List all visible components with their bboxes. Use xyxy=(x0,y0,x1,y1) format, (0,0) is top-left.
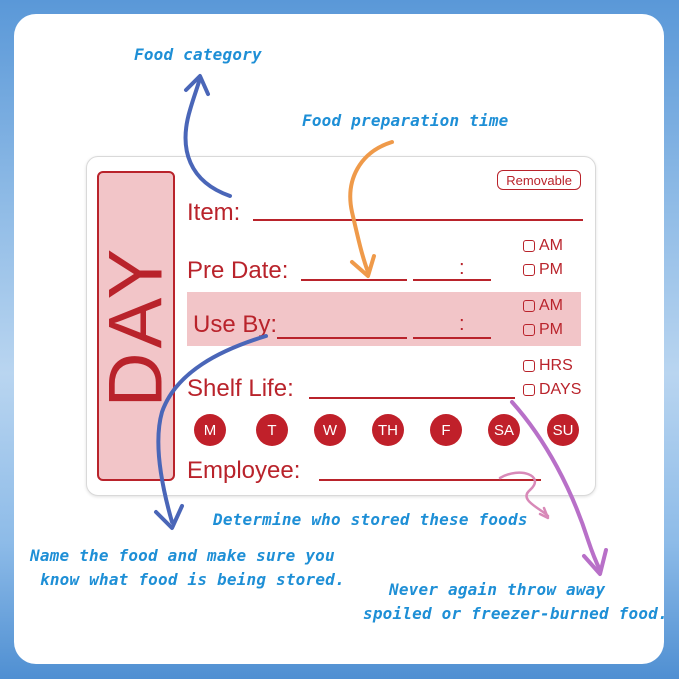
day-band: DAY xyxy=(94,171,179,481)
use-by-time-line xyxy=(413,337,491,339)
use-am-option: AM xyxy=(523,297,563,315)
pre-date-colon: : xyxy=(459,257,465,279)
checkbox-icon xyxy=(523,360,535,372)
hrs-option: HRS xyxy=(523,357,573,375)
use-pm-text: PM xyxy=(539,321,563,338)
use-by-colon: : xyxy=(459,313,465,335)
annotation-name-food-line2: know what food is being stored. xyxy=(40,570,345,589)
employee-line xyxy=(319,479,541,481)
use-am-text: AM xyxy=(539,297,563,314)
day-text: DAY xyxy=(93,244,179,408)
pre-pm-option: PM xyxy=(523,261,563,279)
use-by-label: Use By: xyxy=(193,311,278,338)
pre-date-time-line xyxy=(413,279,491,281)
employee-label: Employee: xyxy=(187,457,301,484)
item-line xyxy=(253,219,583,221)
annotation-never-again-line2: spoiled or freezer-burned food. xyxy=(363,604,668,623)
item-label: Item: xyxy=(187,199,241,226)
annotation-name-food-line1: Name the food and make sure you xyxy=(30,546,335,565)
day-label: DAY Removable Item: Pre Date: : AM PM Us… xyxy=(86,156,596,496)
shelf-life-label: Shelf Life: xyxy=(187,375,294,402)
use-pm-option: PM xyxy=(523,321,563,339)
pre-date-line xyxy=(301,279,407,281)
weekday-w: W xyxy=(314,414,346,446)
pre-am-text: AM xyxy=(539,237,563,254)
use-by-line xyxy=(277,337,407,339)
annotation-prep-time: Food preparation time xyxy=(302,111,509,130)
weekday-su: SU xyxy=(547,414,579,446)
pre-pm-text: PM xyxy=(539,261,563,278)
annotation-who-stored: Determine who stored these foods xyxy=(213,510,528,529)
days-option: DAYS xyxy=(523,381,581,399)
weekday-f: F xyxy=(430,414,462,446)
checkbox-icon xyxy=(523,240,535,252)
days-text: DAYS xyxy=(539,381,582,398)
checkbox-icon xyxy=(523,324,535,336)
annotation-food-category: Food category xyxy=(134,45,262,64)
removable-badge: Removable xyxy=(497,170,581,190)
annotation-never-again-line1: Never again throw away xyxy=(389,580,606,599)
shelf-life-line xyxy=(309,397,515,399)
hrs-text: HRS xyxy=(539,357,573,374)
checkbox-icon xyxy=(523,384,535,396)
checkbox-icon xyxy=(523,264,535,276)
weekday-sa: SA xyxy=(488,414,520,446)
pre-am-option: AM xyxy=(523,237,563,255)
weekday-m: M xyxy=(194,414,226,446)
weekday-t: T xyxy=(256,414,288,446)
checkbox-icon xyxy=(523,300,535,312)
weekday-th: TH xyxy=(372,414,404,446)
pre-date-label: Pre Date: xyxy=(187,257,289,284)
